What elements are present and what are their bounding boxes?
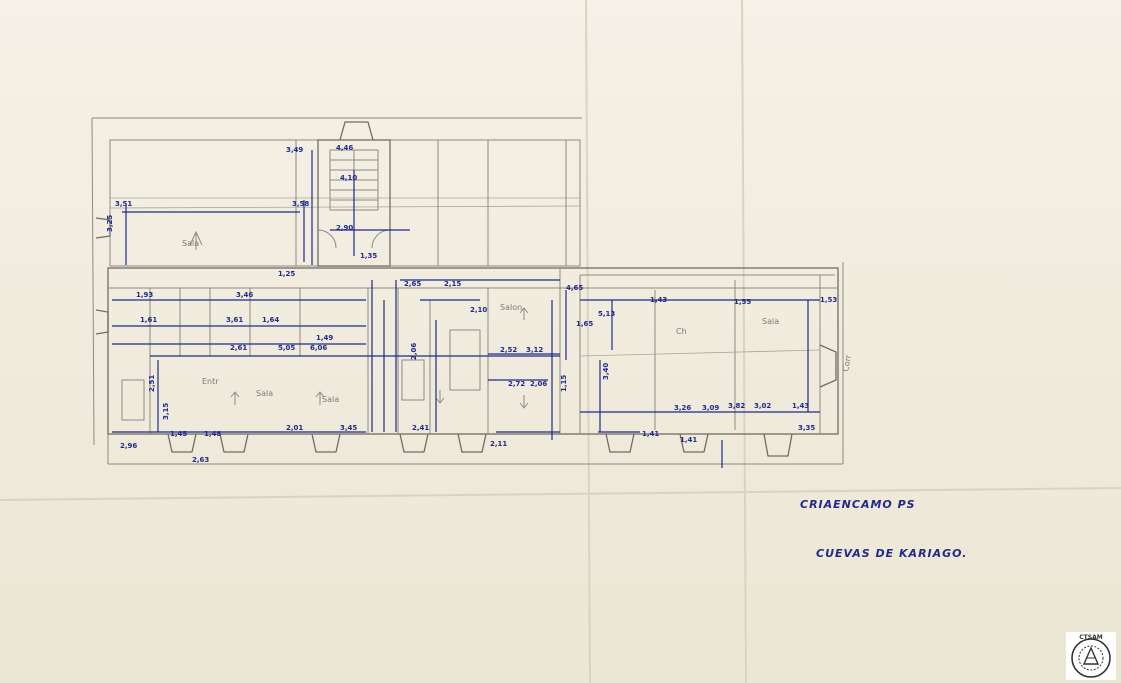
svg-text:1,35: 1,35 [360, 252, 377, 260]
ink-dimensions [112, 150, 820, 468]
svg-text:2,72: 2,72 [508, 380, 525, 388]
room-label: Entr [202, 377, 219, 386]
drawing-subtitle: CUEVAS DE KARIAGO. [816, 547, 968, 560]
svg-text:1,65: 1,65 [576, 320, 593, 328]
svg-text:2,96: 2,96 [120, 442, 137, 450]
svg-text:5,13: 5,13 [598, 310, 615, 318]
seal-text: CTSAM [1079, 634, 1102, 641]
svg-text:1,41: 1,41 [680, 436, 697, 444]
svg-text:3,49: 3,49 [286, 146, 303, 154]
svg-text:3,51: 3,51 [115, 200, 132, 208]
svg-text:3,82: 3,82 [728, 402, 745, 410]
svg-text:1,25: 1,25 [278, 270, 295, 278]
svg-text:3,26: 3,26 [674, 404, 691, 412]
svg-text:4,10: 4,10 [340, 174, 357, 182]
drawing-title: CRIAENCAMO PS [800, 498, 916, 511]
svg-text:2,11: 2,11 [490, 440, 507, 448]
room-label: Ch [676, 327, 687, 336]
svg-text:2,65: 2,65 [404, 280, 421, 288]
svg-text:1,49: 1,49 [316, 334, 333, 342]
room-label: Salon [500, 303, 522, 312]
room-label: Corr [841, 353, 853, 372]
svg-text:2,06: 2,06 [530, 380, 547, 388]
svg-text:2,10: 2,10 [470, 306, 487, 314]
svg-text:3,35: 3,35 [798, 424, 815, 432]
pencil-annotations: Sala Sala Sala Entr Salon Ch Sala Corr [182, 230, 853, 409]
svg-text:4,46: 4,46 [336, 144, 353, 152]
svg-text:2,90: 2,90 [336, 224, 353, 232]
facade-buttresses [95, 217, 837, 457]
svg-text:2,01: 2,01 [286, 424, 303, 432]
svg-text:2,15: 2,15 [444, 280, 461, 288]
svg-text:1,61: 1,61 [140, 316, 157, 324]
room-label: Sala [256, 389, 273, 398]
svg-text:1,15: 1,15 [560, 375, 568, 392]
svg-text:3,25: 3,25 [106, 215, 114, 232]
svg-text:1,64: 1,64 [262, 316, 279, 324]
svg-text:2,06: 2,06 [410, 343, 418, 360]
svg-text:6,06: 6,06 [310, 344, 327, 352]
svg-text:2,61: 2,61 [230, 344, 247, 352]
room-label: Sala [762, 317, 779, 326]
svg-text:1,43: 1,43 [650, 296, 667, 304]
svg-text:3,61: 3,61 [226, 316, 243, 324]
svg-text:2,63: 2,63 [192, 456, 209, 464]
svg-text:1,93: 1,93 [136, 291, 153, 299]
svg-text:3,46: 3,46 [236, 291, 253, 299]
svg-text:1,48: 1,48 [204, 430, 221, 438]
svg-text:5,05: 5,05 [278, 344, 295, 352]
svg-text:3,45: 3,45 [340, 424, 357, 432]
svg-text:3,12: 3,12 [526, 346, 543, 354]
svg-text:3,58: 3,58 [292, 200, 309, 208]
svg-text:3,09: 3,09 [702, 404, 719, 412]
svg-text:3,40: 3,40 [602, 363, 610, 380]
archive-seal-icon: CTSAM [1066, 632, 1116, 680]
svg-text:2,52: 2,52 [500, 346, 517, 354]
svg-text:3,15: 3,15 [162, 403, 170, 420]
svg-text:4,65: 4,65 [566, 284, 583, 292]
svg-text:1,41: 1,41 [642, 430, 659, 438]
room-label: Sala [322, 395, 339, 404]
svg-text:2,51: 2,51 [148, 375, 156, 392]
svg-text:1,43: 1,43 [792, 402, 809, 410]
svg-text:2,41: 2,41 [412, 424, 429, 432]
svg-text:1,45: 1,45 [170, 430, 187, 438]
room-label: Sala [182, 239, 199, 248]
svg-text:1,53: 1,53 [820, 296, 837, 304]
ink-dimension-figures: 3,51 3,25 3,49 3,58 4,46 4,10 2,90 1,35 … [106, 144, 837, 464]
svg-text:1,55: 1,55 [734, 298, 751, 306]
svg-text:3,02: 3,02 [754, 402, 771, 410]
